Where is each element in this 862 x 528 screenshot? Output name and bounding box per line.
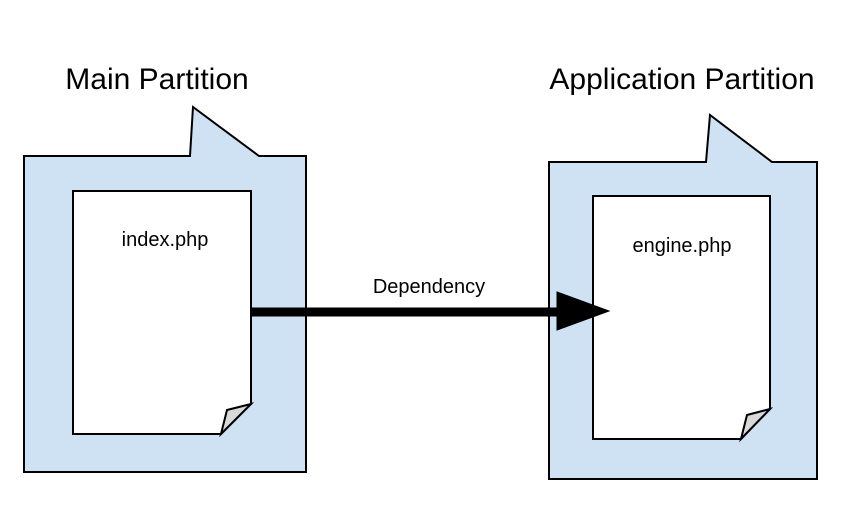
index-php-label: index.php xyxy=(122,229,209,251)
dependency-label: Dependency xyxy=(373,276,485,298)
dependency-arrowhead xyxy=(556,291,611,331)
file-page-shape xyxy=(72,190,252,435)
file-page-shape xyxy=(592,195,771,440)
index-php-file: index.php xyxy=(72,190,255,438)
dependency-edge: Dependency xyxy=(251,276,611,331)
file-fold-corner xyxy=(739,407,774,443)
main-partition-title: Main Partition xyxy=(65,63,248,96)
application-partition-title: Application Partition xyxy=(549,63,814,96)
engine-php-file: engine.php xyxy=(592,195,774,443)
application-partition: Application Partition engine.php xyxy=(548,63,818,480)
file-fold-corner xyxy=(219,402,255,438)
engine-php-label: engine.php xyxy=(633,235,732,257)
main-partition: Main Partition index.php xyxy=(23,63,307,473)
